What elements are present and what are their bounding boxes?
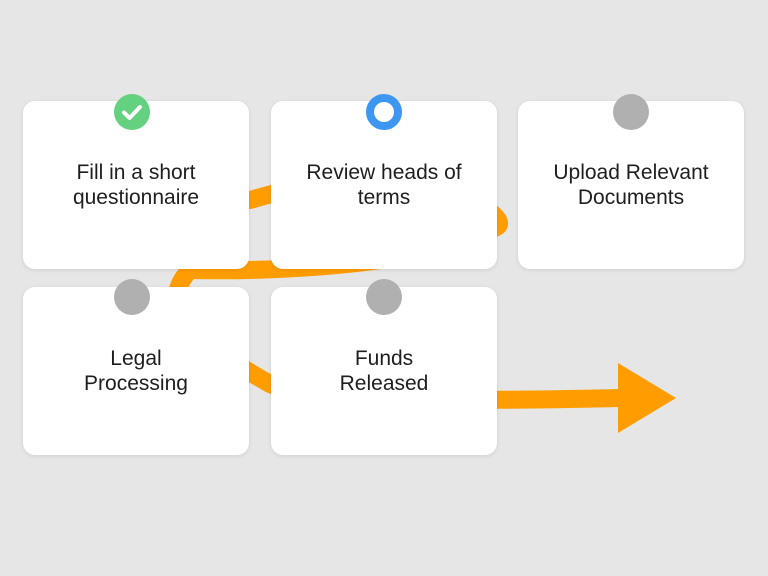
step-label: Upload Relevant Documents	[553, 161, 709, 209]
step-card-legal-processing[interactable]: Legal Processing	[23, 287, 249, 455]
step-card-funds-released[interactable]: Funds Released	[271, 287, 497, 455]
dot-icon	[613, 94, 649, 130]
step-card-review-terms[interactable]: Review heads of terms	[271, 101, 497, 269]
step-label: Review heads of terms	[306, 161, 462, 209]
step-label: Funds Released	[339, 347, 429, 395]
step-label: Legal Processing	[84, 347, 188, 395]
step-label: Fill in a short questionnaire	[72, 161, 200, 209]
ring-icon	[366, 94, 402, 130]
dot-icon	[114, 279, 150, 315]
flow-arrow-head	[618, 363, 676, 433]
check-icon	[114, 94, 150, 130]
dot-icon	[366, 279, 402, 315]
